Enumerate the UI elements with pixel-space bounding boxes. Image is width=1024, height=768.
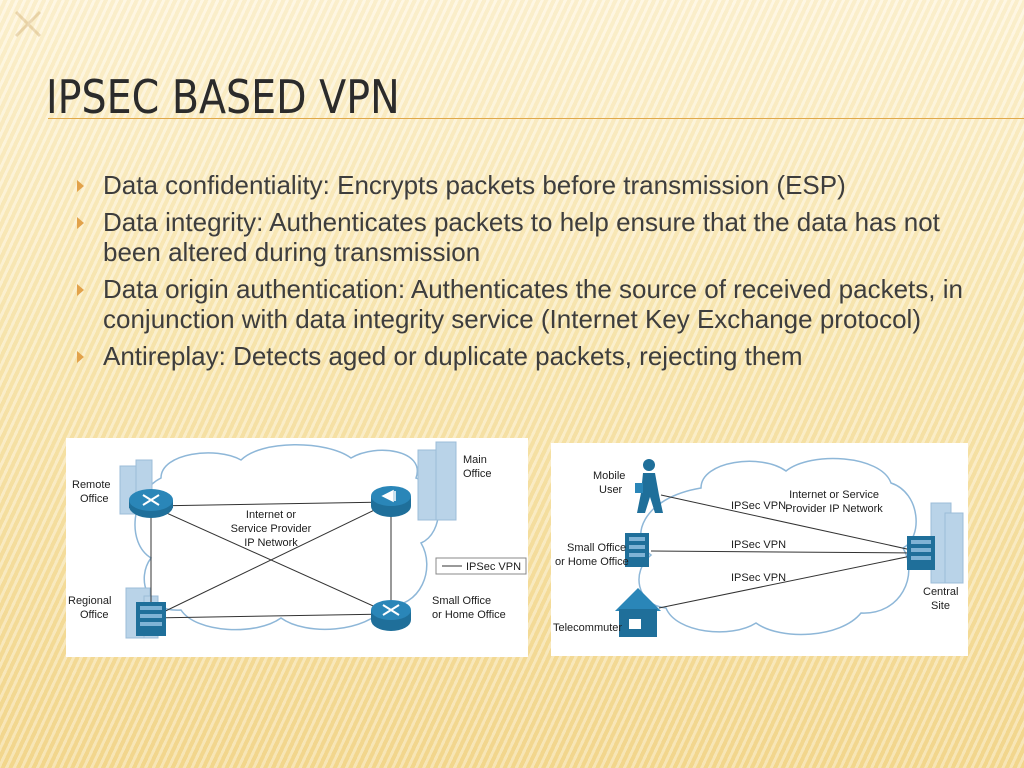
svg-text:Office: Office <box>463 468 492 480</box>
svg-text:User: User <box>599 484 623 496</box>
vpn-tunnel-line <box>660 494 917 552</box>
vpn-tunnel-line <box>658 554 917 609</box>
vpn-link-line <box>150 501 392 507</box>
telecommuter-label: Telecommuter <box>553 622 622 634</box>
remote-access-vpn-diagram: Mobile User Small Office or Home Office … <box>551 443 968 656</box>
vpn-label: IPSec VPN <box>731 500 786 512</box>
regional-office-label: Regional <box>68 595 111 607</box>
bullet-arrow-icon <box>77 217 84 229</box>
title-divider <box>48 118 1024 119</box>
regional-firewall-icon <box>136 602 166 636</box>
main-office-vpn-concentrator-icon <box>371 486 411 517</box>
central-site-building-icon <box>930 502 964 584</box>
bullet-text: Data origin authentication: Authenticate… <box>103 274 963 334</box>
bullet-list: Data confidentiality: Encrypts packets b… <box>74 170 974 378</box>
slide-title: IPSEC BASED VPN <box>46 70 400 124</box>
small-office-firewall-icon <box>625 533 649 567</box>
bullet-text: Antireplay: Detects aged or duplicate pa… <box>103 341 803 371</box>
vpn-tunnel-line <box>650 550 917 554</box>
cloud-label: Internet or Service <box>789 489 879 501</box>
main-office-label: Main <box>463 454 487 466</box>
corner-decoration-icon <box>14 10 42 38</box>
vpn-link-line <box>150 501 392 619</box>
site-to-site-vpn-diagram: Remote Office Main Office Regional Offic… <box>66 438 528 657</box>
bullet-arrow-icon <box>77 180 84 192</box>
svg-text:or Home Office: or Home Office <box>555 556 629 568</box>
small-office-router-icon <box>371 600 411 631</box>
svg-text:Office: Office <box>80 493 109 505</box>
bullet-item: Data integrity: Authenticates packets to… <box>74 207 974 267</box>
vpn-link-line <box>150 613 392 619</box>
legend-box <box>435 557 527 575</box>
vpn-label: IPSec VPN <box>731 539 786 551</box>
vpn-label: IPSec VPN <box>731 572 786 584</box>
legend-label: IPSec VPN <box>466 561 521 573</box>
telecommuter-house-icon <box>615 588 661 637</box>
svg-text:Provider IP Network: Provider IP Network <box>785 503 883 515</box>
bullet-text: Data integrity: Authenticates packets to… <box>103 207 940 267</box>
bullet-text: Data confidentiality: Encrypts packets b… <box>103 170 846 200</box>
main-office-building-icon <box>417 441 457 521</box>
svg-text:Site: Site <box>931 600 950 612</box>
mobile-user-icon <box>635 459 663 513</box>
svg-text:IP Network: IP Network <box>244 537 298 549</box>
svg-text:Office: Office <box>80 609 109 621</box>
svg-text:Service Provider: Service Provider <box>231 523 312 535</box>
central-site-label: Central <box>923 586 958 598</box>
central-firewall-icon <box>907 536 935 570</box>
bullet-item: Data confidentiality: Encrypts packets b… <box>74 170 974 200</box>
remote-office-label: Remote <box>72 479 111 491</box>
bullet-arrow-icon <box>77 351 84 363</box>
small-office-label: Small Office <box>432 595 491 607</box>
cloud-icon <box>638 457 917 636</box>
bullet-arrow-icon <box>77 284 84 296</box>
remote-router-icon <box>129 489 173 518</box>
mobile-user-label: Mobile <box>593 470 625 482</box>
small-office-label: Small Office <box>567 542 626 554</box>
bullet-item: Data origin authentication: Authenticate… <box>74 274 974 334</box>
bullet-item: Antireplay: Detects aged or duplicate pa… <box>74 341 974 371</box>
svg-text:or Home Office: or Home Office <box>432 609 506 621</box>
cloud-label: Internet or <box>246 509 296 521</box>
